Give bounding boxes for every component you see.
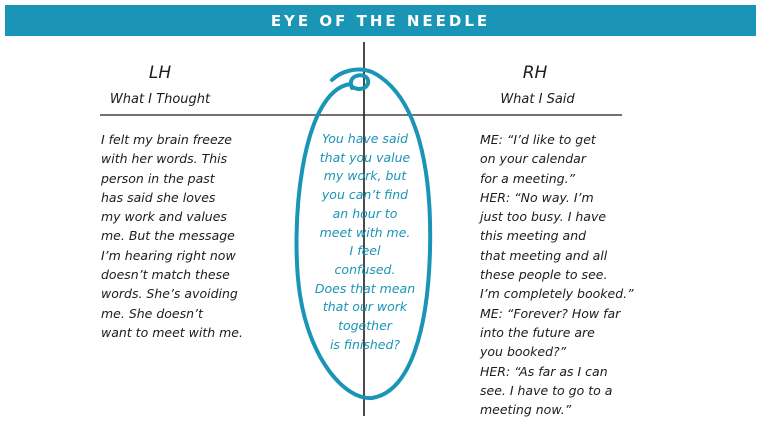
needle-text: You have said that you value my work, bu… xyxy=(300,130,430,354)
left-column-text: I felt my brain freeze with her words. T… xyxy=(101,130,243,342)
needle-text-line: together xyxy=(338,318,392,334)
left-text-line: has said she loves xyxy=(101,189,216,205)
right-text-line: into the future are xyxy=(480,324,595,340)
needle-eye-loop xyxy=(294,67,433,401)
left-column-title: LH xyxy=(148,63,172,83)
needle-text-line: Does that mean xyxy=(314,280,416,296)
right-text-line: on your calendar xyxy=(480,151,586,167)
needle-text-line: is finished? xyxy=(329,336,401,352)
right-text-line: this meeting and xyxy=(480,228,587,244)
right-text-line: just too busy. I have xyxy=(480,209,607,225)
needle-text-line: an hour to xyxy=(332,205,398,221)
right-column-title: RH xyxy=(522,63,548,83)
needle-text-line: that you value xyxy=(319,149,411,165)
needle-text-line: confused. xyxy=(334,261,396,277)
right-text-line: ME: “Forever? How far xyxy=(480,305,621,321)
needle-text-line: You have said xyxy=(321,131,409,146)
banner-title: EYE OF THE NEEDLE xyxy=(270,11,491,30)
left-text-line: I’m hearing right now xyxy=(101,247,236,263)
left-text-line: doesn’t match these xyxy=(101,267,230,283)
needle-text-line: you can’t find xyxy=(321,187,409,203)
right-text-line: see. I have to go to a xyxy=(480,382,613,398)
left-column-subtitle: What I Thought xyxy=(109,92,211,107)
right-text-line: meeting now.” xyxy=(480,402,572,418)
right-column-text: ME: “I’d like to get on your calendar fo… xyxy=(480,130,634,419)
right-text-line: HER: “As far as I can xyxy=(480,363,608,379)
left-text-line: me. She doesn’t xyxy=(101,305,203,321)
title-banner: EYE OF THE NEEDLE xyxy=(5,5,756,36)
right-text-line: I’m completely booked.” xyxy=(480,286,634,302)
right-text-line: that meeting and all xyxy=(480,247,608,263)
right-text-line: ME: “I’d like to get xyxy=(480,132,596,147)
left-text-line: my work and values xyxy=(101,209,227,225)
left-text-line: me. But the message xyxy=(101,228,235,244)
needle-text-line: I feel xyxy=(349,243,381,259)
left-text-line: with her words. This xyxy=(101,151,228,167)
left-text-line: want to meet with me. xyxy=(101,324,243,340)
left-text-line: I felt my brain freeze xyxy=(101,132,232,147)
right-column-subtitle: What I Said xyxy=(500,92,575,107)
needle-text-line: meet with me. xyxy=(319,224,411,240)
right-text-line: these people to see. xyxy=(480,267,608,283)
left-text-line: words. She’s avoiding xyxy=(101,286,238,302)
right-text-line: you booked?” xyxy=(480,344,567,360)
right-text-line: HER: “No way. I’m xyxy=(480,189,594,205)
needle-text-line: my work, but xyxy=(323,168,407,184)
needle-text-line: that our work xyxy=(322,299,408,315)
right-text-line: for a meeting.” xyxy=(480,170,576,186)
left-text-line: person in the past xyxy=(101,170,215,186)
